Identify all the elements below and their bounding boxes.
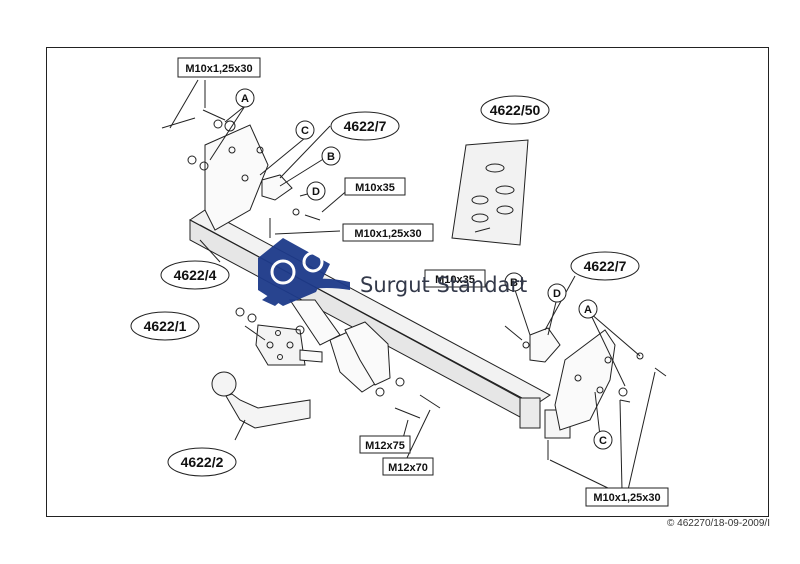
center-hangers bbox=[289, 299, 391, 393]
callout-kit bbox=[480, 95, 550, 125]
bolt-box-m12x75 bbox=[359, 435, 411, 454]
callout-text-kit: 4622/50 bbox=[490, 102, 541, 118]
small-bracket-right bbox=[529, 327, 561, 363]
callout-bar bbox=[160, 260, 230, 290]
small-bracket-left bbox=[261, 174, 293, 201]
callout-bracket-left bbox=[330, 111, 400, 141]
bolt-box-m10x35-right bbox=[424, 269, 486, 288]
callout-text-bracket-left: 4622/7 bbox=[344, 118, 387, 134]
fastener-kit bbox=[451, 139, 529, 246]
callout-text-ball: 4622/2 bbox=[181, 454, 224, 470]
bolt-label-m12x70: M12x70 bbox=[388, 462, 428, 474]
left-side-bracket bbox=[204, 124, 269, 231]
bolt-label-m12x75: M12x75 bbox=[365, 440, 405, 452]
bolt-label-m10x35-right: M10x35 bbox=[435, 274, 475, 286]
bolt-label-bottom-right: M10x1,25x30 bbox=[593, 492, 660, 504]
callout-ball bbox=[167, 447, 237, 477]
right-side-bracket bbox=[554, 329, 616, 431]
watermark-text: Surgut Standart bbox=[360, 273, 527, 297]
logo-swoosh bbox=[262, 278, 350, 306]
bolt-box-m10x35-top bbox=[344, 177, 406, 196]
letter-c-right: C bbox=[599, 435, 607, 447]
fasteners bbox=[161, 109, 667, 460]
callout-plate bbox=[130, 311, 200, 341]
copyright-note: © 462270/18-09-2009/I bbox=[666, 518, 770, 529]
bolt-label-mid: M10x1,25x30 bbox=[354, 228, 421, 240]
letter-c-top: C bbox=[301, 125, 309, 137]
callout-bracket-right bbox=[570, 251, 640, 281]
letter-a-top: A bbox=[241, 93, 249, 105]
bolt-box-m12x70 bbox=[382, 457, 434, 476]
callout-text-bracket-right: 4622/7 bbox=[584, 258, 627, 274]
tow-ball bbox=[211, 371, 311, 429]
letter-b-right: B bbox=[510, 277, 518, 289]
gear-icon bbox=[270, 259, 296, 285]
drawing-frame bbox=[46, 47, 769, 517]
letter-a-right: A bbox=[584, 304, 592, 316]
callout-text-bar: 4622/4 bbox=[174, 267, 217, 283]
ball-mount-plate bbox=[255, 324, 323, 366]
bolt-label-m10x35-top: M10x35 bbox=[355, 182, 395, 194]
leader-lines bbox=[169, 79, 656, 491]
bolt-box-bottom-right bbox=[585, 487, 669, 507]
letter-b-top: B bbox=[327, 151, 335, 163]
letter-d-right: D bbox=[553, 288, 561, 300]
bolt-label-top-left: M10x1,25x30 bbox=[185, 63, 252, 75]
watermark-logo bbox=[258, 238, 350, 306]
bolt-box-mid bbox=[342, 223, 434, 242]
letter-d-top: D bbox=[312, 186, 320, 198]
bolt-box-top-left bbox=[177, 57, 261, 78]
gear-icon bbox=[302, 251, 324, 273]
callout-text-plate: 4622/1 bbox=[144, 318, 187, 334]
